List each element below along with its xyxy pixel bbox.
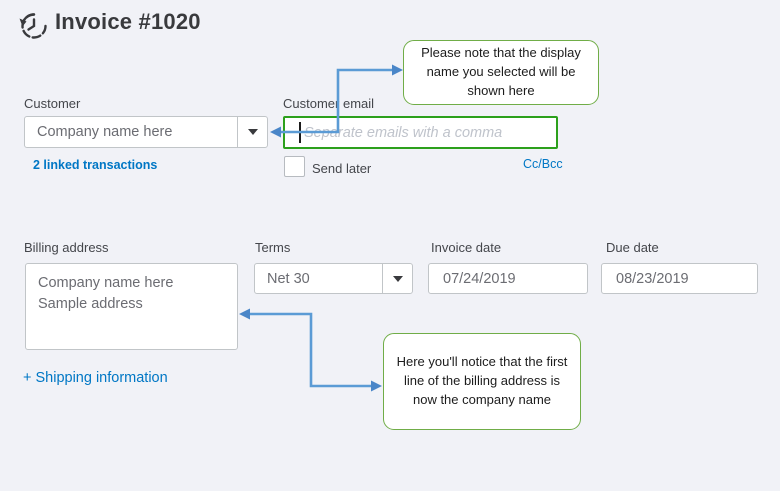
linked-transactions-link[interactable]: 2 linked transactions xyxy=(33,158,158,172)
terms-dropdown[interactable]: Net 30 xyxy=(254,263,413,294)
billing-address-label: Billing address xyxy=(24,240,109,255)
invoice-date-label: Invoice date xyxy=(431,240,502,255)
due-date-label: Due date xyxy=(606,240,659,255)
send-later-checkbox[interactable] xyxy=(284,156,305,177)
callout-display-name: Please note that the display name you se… xyxy=(403,40,599,105)
arrowhead-left-top xyxy=(270,126,281,138)
customer-dropdown-value: Company name here xyxy=(37,124,173,140)
arrowhead-right-top xyxy=(392,64,403,76)
customer-email-input[interactable]: Separate emails with a comma xyxy=(283,116,558,149)
connector-bottom xyxy=(249,312,372,388)
billing-address-textarea[interactable]: Company name here Sample address xyxy=(25,263,238,350)
callout-billing-address-text: Here you'll notice that the first line o… xyxy=(396,354,568,407)
terms-label: Terms xyxy=(255,240,291,255)
customer-label: Customer xyxy=(24,96,81,111)
chevron-down-icon xyxy=(247,129,258,135)
customer-email-label: Customer email xyxy=(283,96,375,111)
terms-dropdown-button[interactable] xyxy=(382,264,412,293)
arrowhead-right-bottom xyxy=(371,380,382,392)
text-cursor xyxy=(299,122,301,143)
terms-dropdown-value: Net 30 xyxy=(267,270,310,287)
page-title: Invoice #1020 xyxy=(55,9,201,34)
send-later-label: Send later xyxy=(312,161,372,176)
customer-email-placeholder: Separate emails with a comma xyxy=(304,124,503,141)
customer-dropdown-button[interactable] xyxy=(237,117,267,147)
callout-display-name-text: Please note that the display name you se… xyxy=(421,45,581,98)
invoice-date-input[interactable]: 07/24/2019 xyxy=(428,263,588,294)
billing-address-line2: Sample address xyxy=(38,296,143,313)
customer-dropdown[interactable]: Company name here xyxy=(24,116,268,148)
arrowhead-left-bottom xyxy=(239,308,250,320)
callout-billing-address: Here you'll notice that the first line o… xyxy=(383,333,581,430)
shipping-information-link[interactable]: + Shipping information xyxy=(23,370,168,386)
chevron-down-icon xyxy=(392,275,403,282)
cc-bcc-link[interactable]: Cc/Bcc xyxy=(523,157,563,171)
billing-address-line1: Company name here xyxy=(38,275,174,291)
due-date-input[interactable]: 08/23/2019 xyxy=(601,263,758,294)
history-clock-icon[interactable] xyxy=(16,10,50,42)
